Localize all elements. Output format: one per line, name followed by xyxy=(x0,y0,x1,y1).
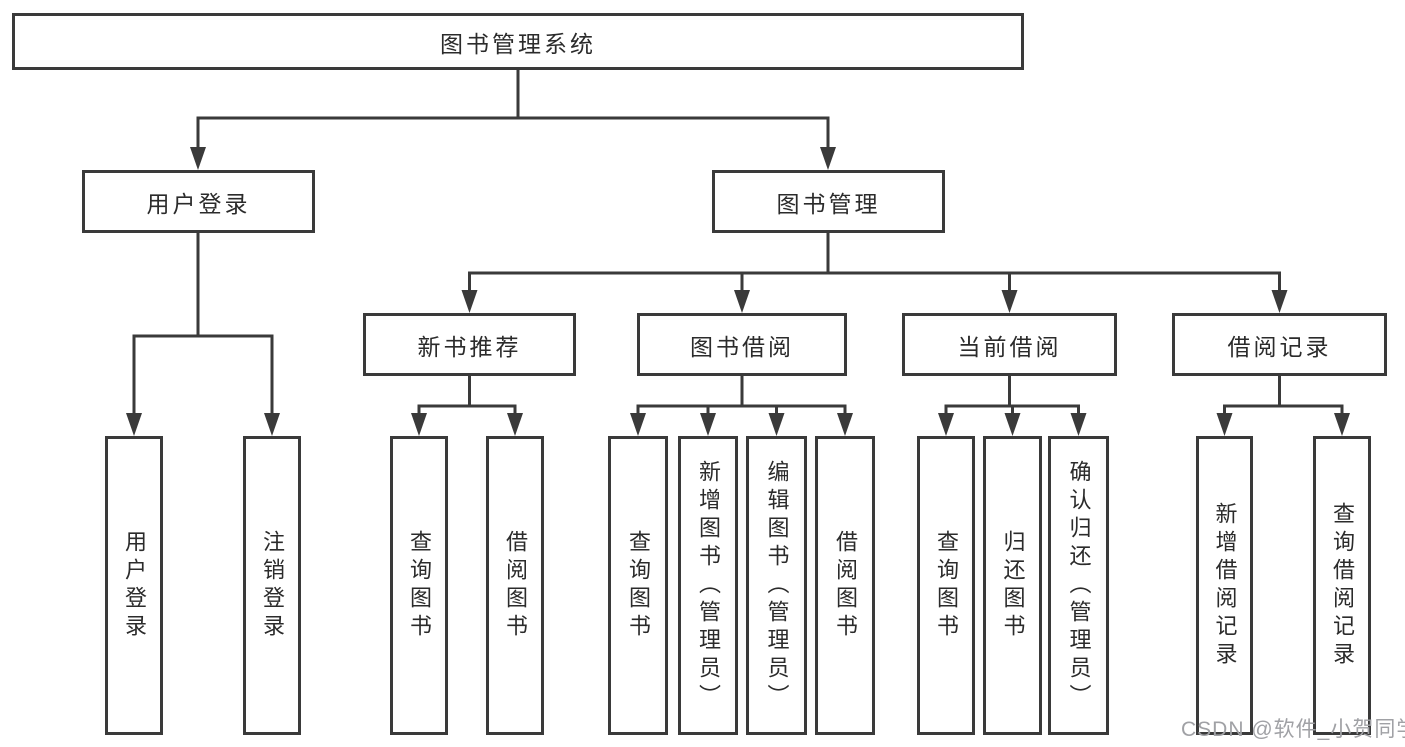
leaf-user-login: 用户登录 xyxy=(105,436,163,735)
leaf-add-books-admin: 新增图书（管理员） xyxy=(678,436,738,735)
leaf-borrow-books-recommend: 借阅图书 xyxy=(486,436,544,735)
leaf-query-books-recommend: 查询图书 xyxy=(390,436,448,735)
leaf-logout: 注销登录 xyxy=(243,436,301,735)
leaf-query-books-borrow: 查询图书 xyxy=(608,436,668,735)
node-current-borrowing: 当前借阅 xyxy=(902,313,1117,376)
node-new-book-recommendation: 新书推荐 xyxy=(363,313,576,376)
arrowheads xyxy=(126,147,1350,436)
node-book-management: 图书管理 xyxy=(712,170,945,233)
node-borrowing-records: 借阅记录 xyxy=(1172,313,1387,376)
csdn-watermark: CSDN @软件_小贺同学 xyxy=(1181,718,1405,741)
node-user-login: 用户登录 xyxy=(82,170,315,233)
leaf-borrow-books: 借阅图书 xyxy=(815,436,875,735)
leaf-return-books: 归还图书 xyxy=(983,436,1042,735)
leaf-query-books-current: 查询图书 xyxy=(917,436,975,735)
node-library-management-system: 图书管理系统 xyxy=(12,13,1024,70)
leaf-confirm-return-admin: 确认归还（管理员） xyxy=(1048,436,1109,735)
leaf-query-borrow-record: 查询借阅记录 xyxy=(1313,436,1371,735)
leaf-edit-books-admin: 编辑图书（管理员） xyxy=(746,436,807,735)
leaf-add-borrow-record: 新增借阅记录 xyxy=(1196,436,1253,735)
node-book-borrowing: 图书借阅 xyxy=(637,313,847,376)
